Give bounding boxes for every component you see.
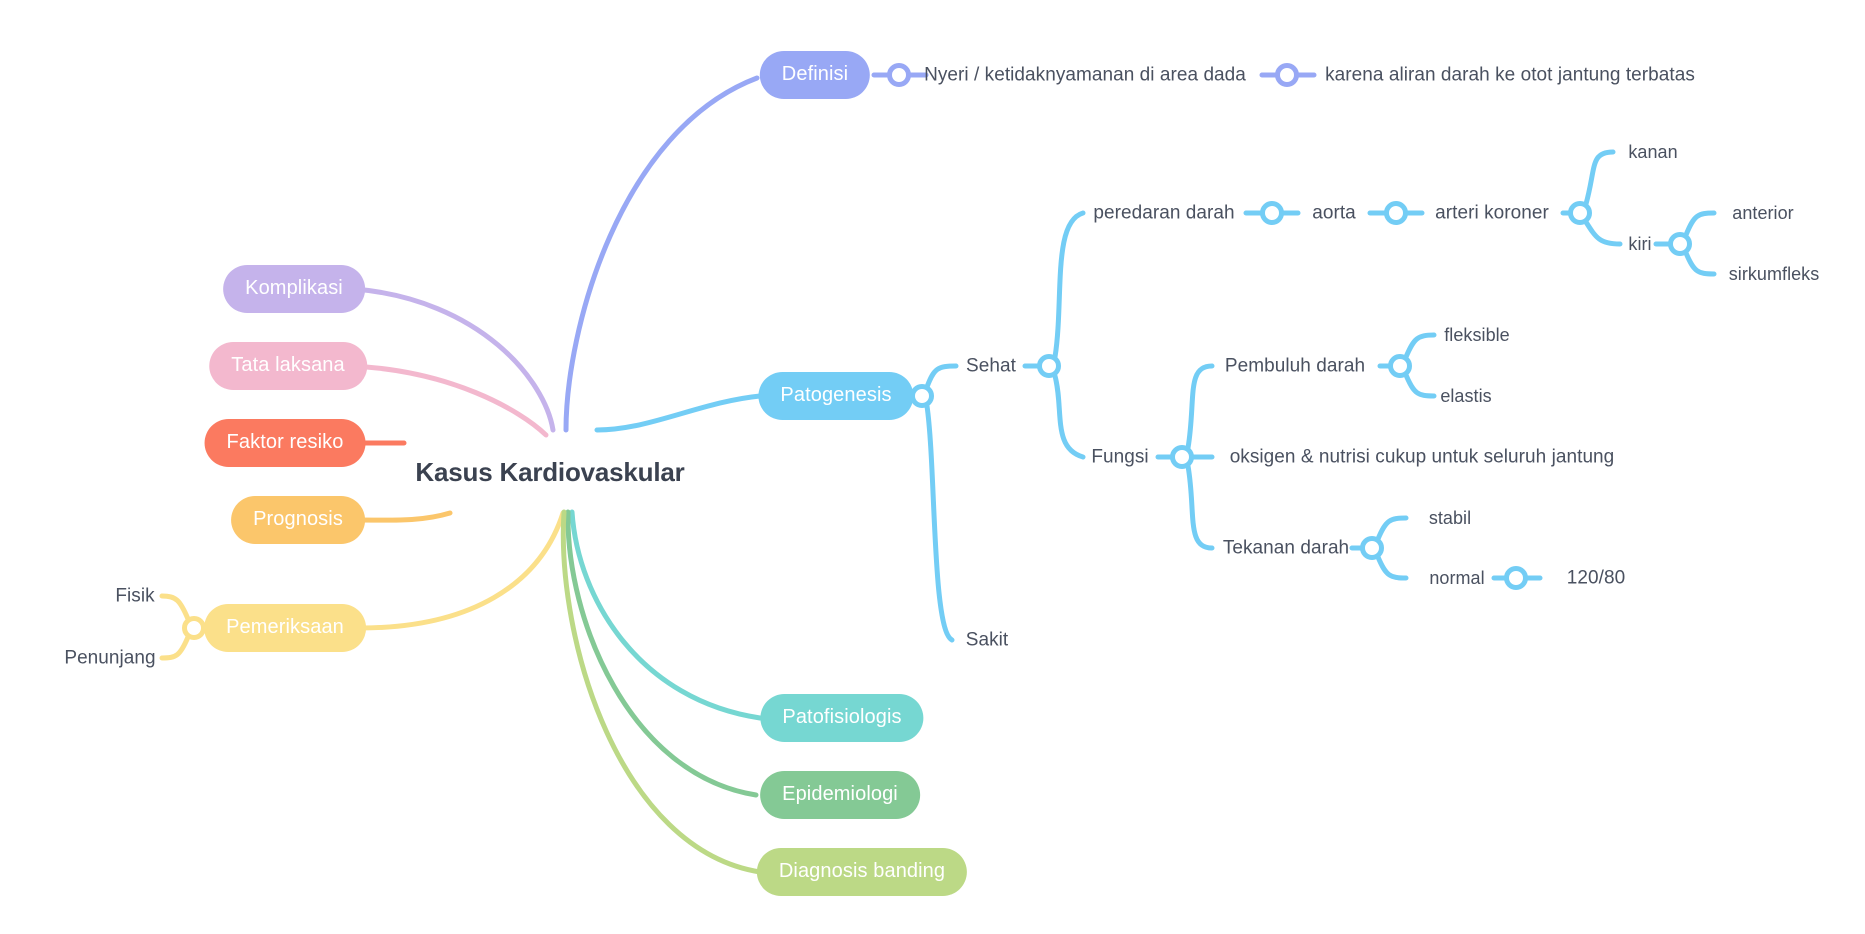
connector-dot-arteri [1568,201,1592,225]
edge-sehat-fungsi [1052,373,1086,460]
edge-fungsi-tekanan [1185,463,1215,551]
node-epidemiologi[interactable]: Epidemiologi [760,771,920,819]
connector-dot-fungsi [1170,445,1194,469]
edge-root-patogenesis [594,393,763,433]
edge-tekanan-normal [1375,554,1409,581]
connector-dot-pembuluh [1388,354,1412,378]
connector-dot-normal [1504,566,1528,590]
node-sirkumfleks[interactable]: sirkumfleks [1728,264,1820,284]
edge-kiri-sirkumfleks [1683,250,1717,277]
node-sehat[interactable]: Sehat [966,355,1016,377]
node-kiri[interactable]: kiri [1628,234,1652,254]
node-fungsi[interactable]: Fungsi [1091,446,1149,468]
edge-kiri-anterior [1683,210,1717,238]
node-anterior[interactable]: anterior [1732,203,1794,223]
node-fisik[interactable]: Fisik [115,585,155,607]
edge-pemeriksaan-fisik [159,593,191,622]
node-pembuluh-darah[interactable]: Pembuluh darah [1224,355,1366,377]
connector-dot-aorta [1384,201,1408,225]
node-definisi-child-nyeri[interactable]: Nyeri / ketidaknyamanan di area dada [924,64,1246,86]
node-prognosis[interactable]: Prognosis [231,496,365,544]
edge-root-tata-laksana [347,363,549,438]
node-definisi[interactable]: Definisi [759,51,871,99]
root-node[interactable]: Kasus Kardiovaskular [415,457,685,487]
node-penunjang[interactable]: Penunjang [64,647,156,669]
node-faktor-resiko[interactable]: Faktor resiko [204,419,366,467]
node-definisi-child-karena[interactable]: karena aliran darah ke otot jantung terb… [1325,64,1695,86]
node-kanan[interactable]: kanan [1628,142,1678,162]
connector-dot-tekanan [1360,536,1384,560]
edge-pemeriksaan-penunjang [159,634,191,661]
edge-tekanan-stabil [1375,515,1409,542]
edge-arteri-kiri [1583,219,1623,247]
node-arteri-koroner[interactable]: arteri koroner [1435,202,1549,224]
node-aorta[interactable]: aorta [1312,202,1356,224]
edge-fungsi-pembuluh [1185,363,1215,451]
connector-dot-nyeri [1275,63,1299,87]
edge-root-patofisiologis [569,509,763,721]
connector-dot-sehat [1037,354,1061,378]
node-oksigen-nutrisi[interactable]: oksigen & nutrisi cukup untuk seluruh ja… [1229,446,1615,468]
node-tekanan-darah[interactable]: Tekanan darah [1222,537,1350,559]
node-stabil[interactable]: stabil [1428,508,1472,528]
node-pemeriksaan[interactable]: Pemeriksaan [204,604,366,652]
node-komplikasi[interactable]: Komplikasi [223,265,365,313]
node-patofisiologis[interactable]: Patofisiologis [760,694,924,742]
node-diagnosis-banding[interactable]: Diagnosis banding [756,848,968,896]
node-normal[interactable]: normal [1429,568,1485,588]
edge-sehat-peredaran [1052,210,1086,360]
edge-root-komplikasi [352,286,556,433]
edge-root-epidemiologi [565,509,759,798]
node-peredaran-darah[interactable]: peredaran darah [1093,202,1235,224]
edge-root-diagnosis-banding [560,509,763,875]
node-fleksible[interactable]: fleksible [1444,325,1510,345]
edge-pembuluh-elastis [1403,372,1437,399]
edge-root-prognosis [355,510,453,523]
node-tata-laksana[interactable]: Tata laksana [209,342,367,390]
connector-dot-patogenesis [910,384,934,408]
connector-dot-kiri [1668,232,1692,256]
edge-root-definisi [563,75,760,433]
connector-dot-peredaran [1260,201,1284,225]
edge-patogenesis-sakit [924,403,955,643]
node-blood-pressure-value[interactable]: 120/80 [1566,567,1626,589]
edge-pembuluh-fleksible [1403,332,1437,360]
edge-arteri-kanan [1583,149,1616,207]
connector-dot-definisi [887,63,911,87]
connector-dot-pemeriksaan [182,616,206,640]
node-sakit[interactable]: Sakit [965,629,1009,651]
node-patogenesis[interactable]: Patogenesis [758,372,914,420]
edge-root-pemeriksaan [357,510,566,631]
node-elastis[interactable]: elastis [1440,386,1492,406]
edge-patogenesis-sehat [924,363,959,390]
